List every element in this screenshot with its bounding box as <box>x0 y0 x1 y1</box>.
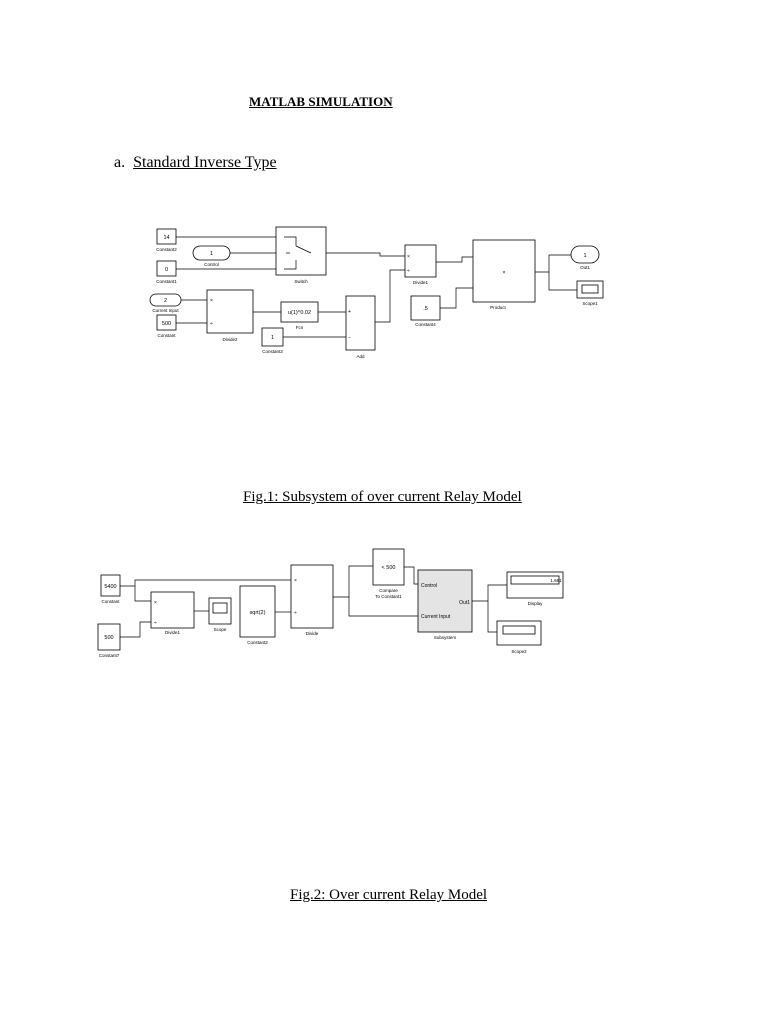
fig1-blocks: 14 Constant2 1 Control 0 Constant1 Switc… <box>149 226 604 359</box>
fig2-constant7-value: 500 <box>104 635 113 641</box>
fig1-product-label: Product <box>490 305 506 310</box>
fig1-constant2-block <box>156 228 177 245</box>
fig1-constant-label: Constant <box>157 333 176 338</box>
fig2-constant7-label: Constant7 <box>99 653 120 658</box>
svg-text:÷: ÷ <box>154 620 157 626</box>
fig1-constant4-label: Constant4 <box>415 322 436 327</box>
fig2-subsystem-block <box>417 569 473 633</box>
svg-text:÷: ÷ <box>407 268 410 274</box>
fig1-divide2-block <box>206 289 254 334</box>
fig1-constant4-value: .5 <box>423 306 428 312</box>
fig1-divide2-label: Divide2 <box>222 337 238 342</box>
fig1-switch-label: Switch <box>294 279 308 284</box>
fig1-constant3-block <box>261 327 284 347</box>
fig1-fcn-expr: u(1)^0.02 <box>288 310 311 316</box>
fig2-divide-label: Divide <box>306 631 319 636</box>
page-heading: MATLAB SIMULATION <box>249 94 393 109</box>
fig2-constant2-label: Constant2 <box>247 640 268 645</box>
fig2-constant-label: Constant <box>101 599 120 604</box>
fig1-out1-value: 1 <box>583 253 586 259</box>
fig1-control-value: 1 <box>210 251 213 257</box>
fig2-subsystem-in1: Control <box>421 583 437 589</box>
section-heading: a. Standard Inverse Type <box>114 154 277 172</box>
fig1-switch-block <box>275 226 327 276</box>
svg-text:−: − <box>348 335 351 341</box>
fig2-divide-block <box>290 564 334 629</box>
fig1-constant-block <box>156 314 177 331</box>
figure-1-caption: Fig.1: Subsystem of over current Relay M… <box>243 489 522 505</box>
svg-text:×: × <box>407 254 410 260</box>
fig1-constant4-block <box>410 295 441 321</box>
fig1-add-block <box>345 295 376 351</box>
fig1-constant2-label: Constant2 <box>156 247 177 252</box>
fig1-constant1-block <box>156 260 177 277</box>
svg-text:÷: ÷ <box>210 321 213 327</box>
fig2-compare-label-1: Compare <box>379 588 398 593</box>
fig2-divide1-label: Divide1 <box>165 630 181 635</box>
fig1-product-block <box>472 239 536 303</box>
svg-text:×: × <box>154 600 157 606</box>
fig1-control-port <box>192 245 231 261</box>
fig1-out1-port <box>570 245 600 264</box>
fig2-wires <box>120 565 507 638</box>
fig1-current-input-value: 2 <box>164 298 167 304</box>
fig2-constant-block <box>100 574 121 597</box>
fig2-display-value: 1.681 <box>550 578 562 583</box>
fig2-constant2-expr: sqrt(2) <box>250 610 266 616</box>
fig2-display-label: Display <box>528 601 544 606</box>
fig1-current-input-label: Current Input <box>152 308 179 313</box>
fig1-constant2-value: 14 <box>163 235 169 241</box>
fig1-control-label: Control <box>204 262 219 267</box>
fig2-compare-label-2: To Constant1 <box>375 594 402 599</box>
fig1-fcn-block <box>280 301 319 323</box>
fig2-constant7-block <box>97 623 121 651</box>
fig2-constant-value: 5400 <box>104 584 116 590</box>
fig2-scope2-label: Scope2 <box>511 649 527 654</box>
fig1-out1-label: Out1 <box>580 265 590 270</box>
fig1-scope1-label: Scope1 <box>582 301 598 306</box>
fig1-divide1-block <box>404 244 437 278</box>
fig2-compare-block <box>372 548 405 586</box>
fig2-constant2-block <box>239 585 276 638</box>
fig1-constant3-label: Constant3 <box>262 349 283 354</box>
fig2-scope-label: Scope <box>214 627 227 632</box>
fig2-divide1-block <box>150 591 195 629</box>
svg-text:×: × <box>210 298 213 304</box>
svg-text:×: × <box>502 270 505 276</box>
figure-2-caption: Fig.2: Over current Relay Model <box>290 887 488 903</box>
svg-text:÷: ÷ <box>294 610 297 616</box>
svg-text:+: + <box>348 309 351 315</box>
fig2-subsystem-in2: Current Input <box>421 614 451 620</box>
fig2-subsystem-out1: Out1 <box>459 600 470 606</box>
section-title: Standard Inverse Type <box>133 154 277 171</box>
fig1-constant1-label: Constant1 <box>156 279 177 284</box>
fig1-constant-value: 500 <box>162 321 171 327</box>
fig1-divide1-label: Divide1 <box>413 280 429 285</box>
fig1-fcn-label: Fcn <box>296 325 304 330</box>
fig2-compare-expr: < 500 <box>382 565 396 571</box>
fig1-add-label: Add <box>356 354 365 359</box>
fig1-wires <box>176 236 577 338</box>
fig1-current-input-port <box>149 293 182 307</box>
fig1-constant1-value: 0 <box>165 267 168 273</box>
fig1-constant3-value: 1 <box>271 335 274 341</box>
fig2-subsystem-label: Subsystem <box>434 635 457 640</box>
section-marker: a. <box>114 154 126 171</box>
fig2-blocks: 5400 Constant 500 Constant7 × ÷ Divide1 … <box>97 548 564 658</box>
svg-text:×: × <box>294 578 297 584</box>
